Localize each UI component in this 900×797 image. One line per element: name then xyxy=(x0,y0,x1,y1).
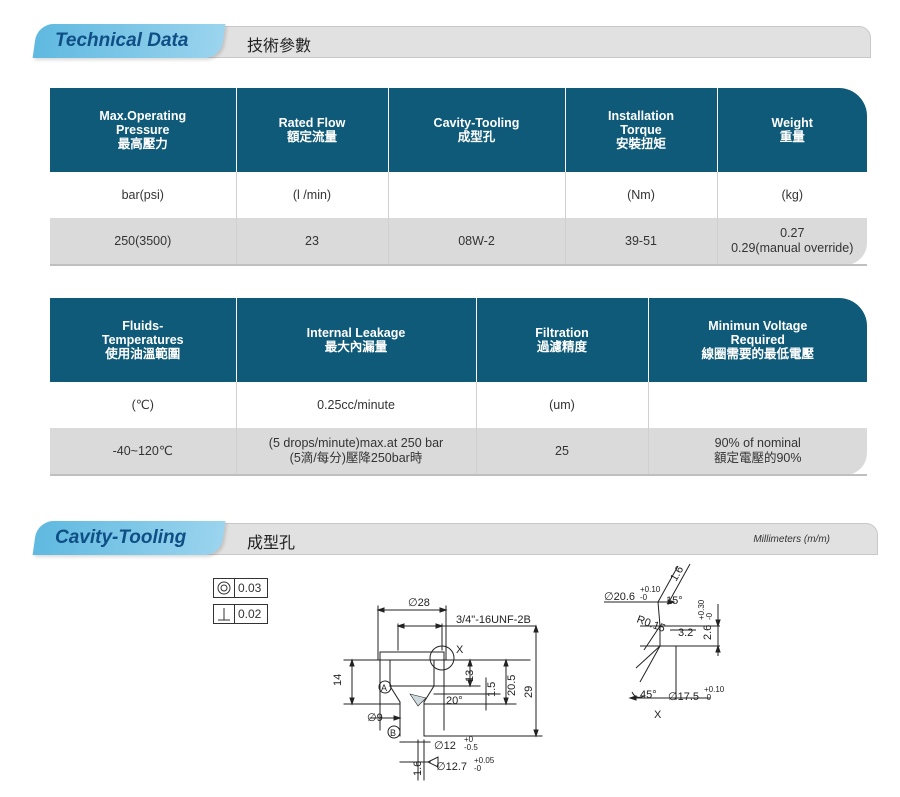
dim-14: 14 xyxy=(332,674,344,686)
detail-dim-2-6-tol-dn: -0 xyxy=(705,612,714,620)
unit-pressure: bar(psi) xyxy=(50,172,237,218)
perpendicularity-icon xyxy=(214,605,235,623)
detail-dim-3-2: 3.2 xyxy=(678,627,693,639)
dia-12-7-tol-dn: -0 xyxy=(474,764,482,773)
perpendicularity-value: 0.02 xyxy=(238,607,262,621)
dim-1-6: 1.6 xyxy=(412,761,424,776)
dim-20-5: 20.5 xyxy=(506,675,518,696)
dim-13: 13 xyxy=(464,670,476,682)
detail-dia-20-6-tol-dn: -0 xyxy=(640,593,648,602)
concentricity-tolerance: 0.03 xyxy=(213,578,268,598)
concentricity-icon xyxy=(214,579,235,597)
unit-weight: (kg) xyxy=(717,172,867,218)
table-row: (℃) 0.25cc/minute (um) xyxy=(50,382,867,428)
detail-dia-20-6: ∅20.6 xyxy=(604,591,635,603)
perpendicularity-tolerance: 0.02 xyxy=(213,604,268,624)
detail-dia-17-5-tol-up: +0.10 xyxy=(704,685,725,694)
value-filtration: 25 xyxy=(476,428,649,476)
label-a: A xyxy=(381,683,387,693)
dim-dia-12-7: ∅12.7 xyxy=(436,761,467,773)
unit-filtration: (um) xyxy=(476,382,649,428)
cavity-tooling-title: Cavity-Tooling xyxy=(55,527,187,548)
detail-angle-15: 15° xyxy=(666,595,683,607)
label-b: B xyxy=(390,728,396,738)
dim-29: 29 xyxy=(523,686,535,698)
dia-12-tol-up: +0 xyxy=(464,735,474,744)
dim-dia-28: ∅28 xyxy=(408,597,430,609)
detail-dia-17-5: ∅17.5 xyxy=(668,691,699,703)
value-torque: 39-51 xyxy=(565,218,718,266)
detail-dia-17-5-tol-dn: -0 xyxy=(704,693,712,702)
cavity-tooling-title-cn: 成型孔 xyxy=(247,535,296,552)
cavity-drawing: ∅28 3/4"-16UNF-2B X 14 13 1.5 20.5 29 A … xyxy=(332,597,543,781)
detail-r0-15: R0.15 xyxy=(635,614,667,635)
unit-flow: (l /min) xyxy=(236,172,389,218)
detail-dia-20-6-tol-up: +0.10 xyxy=(640,585,661,594)
unit-leakage: 0.25cc/minute xyxy=(236,382,477,428)
detail-dim-2-6: 2.6 xyxy=(702,625,714,640)
angle-20: 20° xyxy=(446,695,463,707)
dim-thread: 3/4"-16UNF-2B xyxy=(456,614,531,626)
value-temperature: -40~120℃ xyxy=(50,428,237,476)
value-flow: 23 xyxy=(236,218,389,266)
unit-temperature: (℃) xyxy=(50,382,237,428)
dia-12-tol-dn: -0.5 xyxy=(464,743,478,752)
label-x: X xyxy=(456,644,464,656)
value-cavity: 08W-2 xyxy=(388,218,566,266)
dim-1-5: 1.5 xyxy=(486,682,498,697)
dia-12-7-tol-up: +0.05 xyxy=(474,756,495,765)
detail-x-drawing: 1.6 ∅20.6 +0.10 -0 15° R0.15 3.2 2.6 +0.… xyxy=(604,563,725,721)
value-pressure: 250(3500) xyxy=(50,218,237,266)
unit-cavity xyxy=(388,172,566,218)
value-leakage: (5 drops/minute)max.at 250 bar(5滴/每分)壓降2… xyxy=(236,428,477,476)
detail-label-x: X xyxy=(654,709,662,721)
detail-dim-2-6-tol-up: +0.30 xyxy=(697,599,706,620)
units-note: Millimeters (m/m) xyxy=(753,534,830,545)
detail-dim-1-6: 1.6 xyxy=(668,564,686,583)
technical-data-banner: Technical Data 技術參數 xyxy=(32,24,871,58)
detail-angle-45: 45° xyxy=(640,689,657,701)
unit-voltage xyxy=(648,382,867,428)
dim-dia-12: ∅12 xyxy=(434,740,456,752)
dim-dia-9: ∅9 xyxy=(367,712,383,724)
unit-torque: (Nm) xyxy=(565,172,718,218)
table-row: -40~120℃ (5 drops/minute)max.at 250 bar(… xyxy=(50,428,867,476)
cavity-tooling-banner: Cavity-Tooling 成型孔 Millimeters (m/m) xyxy=(32,521,878,555)
table-row: bar(psi) (l /min) (Nm) (kg) xyxy=(50,172,867,218)
concentricity-value: 0.03 xyxy=(238,581,262,595)
technical-data-title: Technical Data xyxy=(55,30,189,51)
technical-data-title-cn: 技術參數 xyxy=(247,38,312,55)
